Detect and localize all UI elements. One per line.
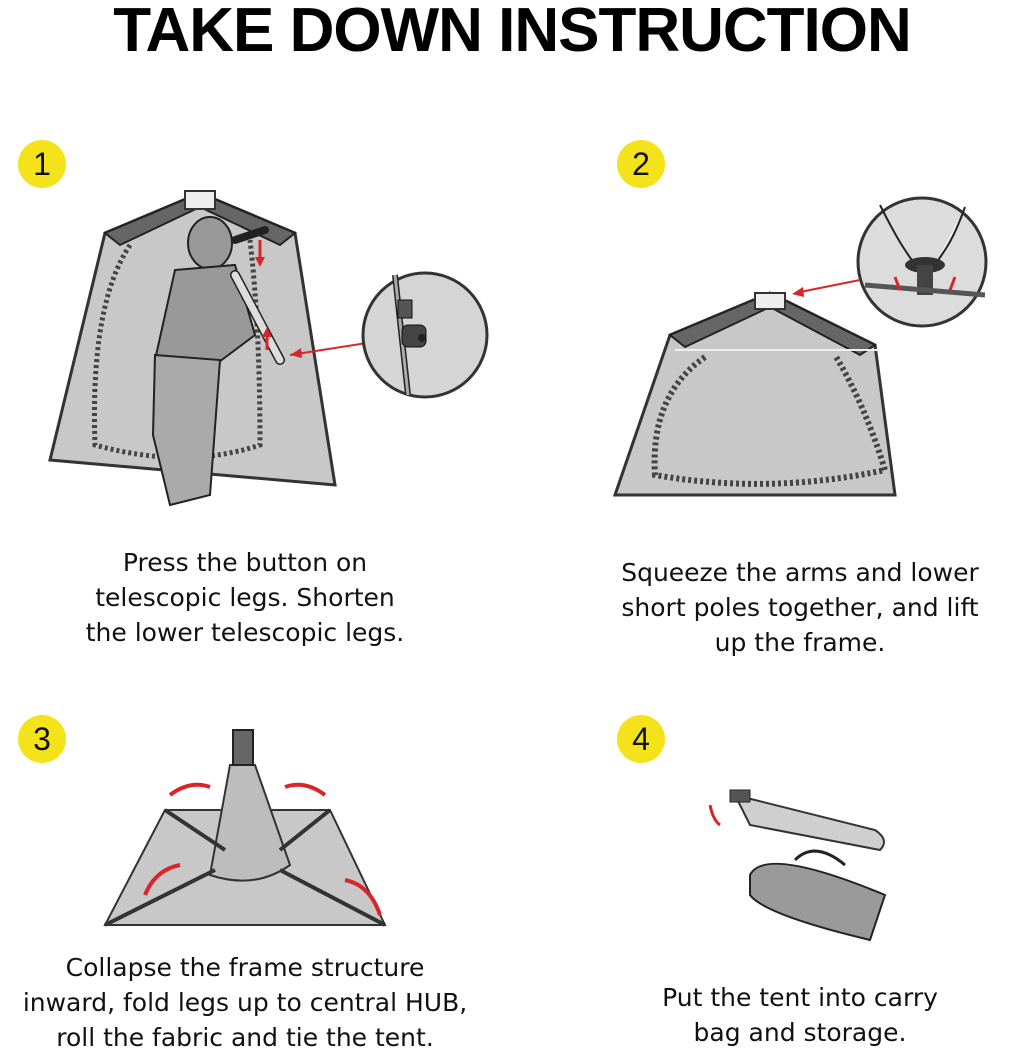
step-2-number: 2 bbox=[632, 145, 650, 182]
step-2-line-2: short poles together, and lift bbox=[621, 593, 979, 622]
hands-icon bbox=[879, 204, 966, 266]
page-title: TAKE DOWN INSTRUCTION bbox=[113, 0, 912, 65]
step-1-line-3: the lower telescopic legs. bbox=[85, 618, 405, 647]
step-4-illustration bbox=[708, 789, 887, 942]
step-4-badge: 4 bbox=[617, 715, 665, 763]
step-3-illustration bbox=[103, 729, 387, 927]
step-1-badge: 1 bbox=[18, 140, 66, 188]
rolled-tent-icon bbox=[708, 789, 885, 852]
step-1-illustration bbox=[48, 190, 406, 507]
step-1-zoom-illustration bbox=[361, 271, 489, 399]
step-3-line-3: roll the fabric and tie the tent. bbox=[56, 1023, 434, 1052]
step-1-line-1: Press the button on bbox=[122, 548, 368, 577]
step-2-line-1: Squeeze the arms and lower bbox=[621, 558, 979, 587]
step-4-line-1: Put the tent into carry bbox=[662, 983, 938, 1012]
carry-bag-icon bbox=[749, 849, 887, 942]
step-1-line-2: telescopic legs. Shorten bbox=[95, 583, 395, 612]
step-3-badge: 3 bbox=[18, 715, 66, 763]
step-2-caption: Squeeze the arms and lower short poles t… bbox=[590, 555, 1010, 660]
step-2-zoom-illustration bbox=[856, 196, 988, 328]
step-2-line-3: up the frame. bbox=[714, 628, 886, 657]
step-3-line-2: inward, fold legs up to central HUB, bbox=[22, 988, 468, 1017]
step-3-number: 3 bbox=[33, 720, 51, 757]
step-1-caption: Press the button on telescopic legs. Sho… bbox=[55, 545, 435, 650]
step-4-number: 4 bbox=[632, 720, 650, 757]
step-2-badge: 2 bbox=[617, 140, 665, 188]
person-icon bbox=[151, 216, 285, 507]
step-2-illustration bbox=[612, 291, 897, 497]
step-3-line-1: Collapse the frame structure bbox=[65, 953, 425, 982]
step-1-number: 1 bbox=[33, 145, 51, 182]
step-4-line-2: bag and storage. bbox=[693, 1018, 907, 1047]
step-4-caption: Put the tent into carry bag and storage. bbox=[600, 980, 1000, 1050]
step-3-caption: Collapse the frame structure inward, fol… bbox=[0, 950, 490, 1055]
step-2-pointer-arrow bbox=[792, 279, 861, 297]
